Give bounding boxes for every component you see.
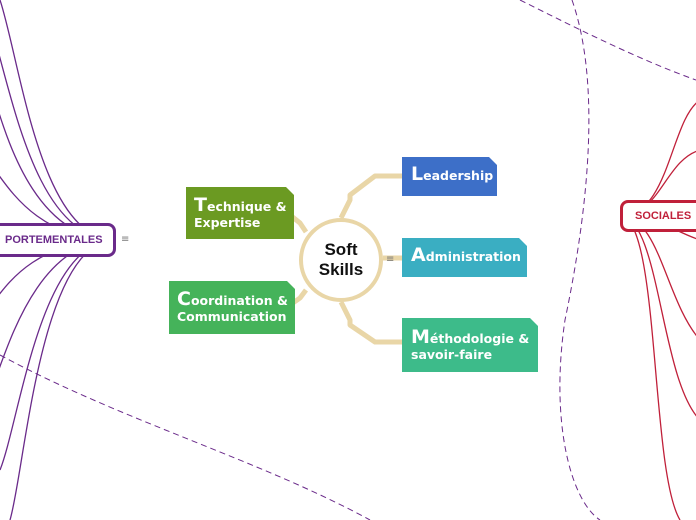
node-leadership[interactable]: Leadership bbox=[402, 157, 497, 196]
right-topic-curves bbox=[619, 102, 696, 520]
node-coordination-communication[interactable]: Coordination & Communication bbox=[169, 281, 295, 334]
branch-connectors bbox=[288, 173, 402, 345]
right-topic[interactable]: SOCIALES bbox=[620, 200, 696, 232]
notes-icon[interactable]: ≡ bbox=[121, 234, 130, 245]
central-topic[interactable]: Soft Skills bbox=[299, 218, 383, 302]
corner-fold bbox=[489, 157, 497, 165]
node-technique-expertise[interactable]: Technique & Expertise bbox=[186, 187, 294, 239]
left-topic-curves bbox=[0, 0, 116, 520]
corner-fold bbox=[519, 238, 527, 246]
node-methodologie-savoir-faire[interactable]: Méthodologie & savoir-faire bbox=[402, 318, 538, 372]
node-administration[interactable]: Administration bbox=[402, 238, 527, 277]
central-topic-line2: Skills bbox=[318, 260, 364, 279]
corner-fold bbox=[530, 318, 538, 326]
corner-fold bbox=[287, 281, 295, 289]
right-topic-label: SOCIALES bbox=[635, 210, 692, 222]
central-topic-line1: Soft bbox=[324, 240, 358, 259]
left-topic-label: PORTEMENTALES bbox=[5, 234, 103, 246]
corner-fold bbox=[286, 187, 294, 195]
left-topic[interactable]: PORTEMENTALES bbox=[0, 223, 116, 257]
notes-icon[interactable]: ≡ bbox=[386, 254, 395, 265]
